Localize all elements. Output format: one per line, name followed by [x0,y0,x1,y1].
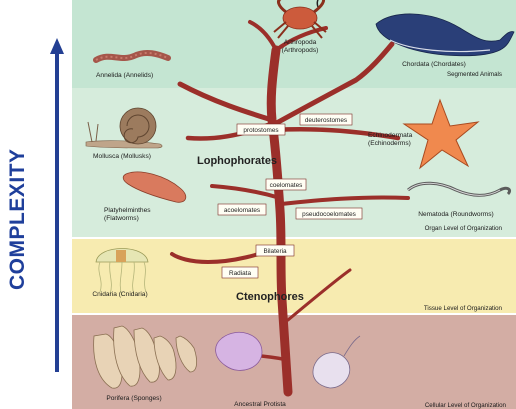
level-label-tissue: Tissue Level of Organization [424,305,503,312]
branch-label-bilateria: Bilateria [256,245,294,256]
label-annelida: Annelida (Annelids) [96,72,153,79]
clade-label-ctenophores: Ctenophores [236,291,304,303]
branch-label-deuterostomes: deuterostomes [300,114,352,125]
svg-text:deuterostomes: deuterostomes [305,117,347,124]
label-nematoda: Nematoda (Roundworms) [418,211,494,218]
level-label-organ: Organ Level of Organization [425,225,503,232]
svg-text:pseudocoelomates: pseudocoelomates [302,211,356,218]
label-arthropoda-1: Arthropoda [284,39,317,46]
label-porifera: Porifera (Sponges) [106,395,161,402]
label-echinodermata-1: Echinodermata [368,132,413,139]
branch-label-acoelomates: acoelomates [218,204,266,215]
label-mollusca: Mollusca (Mollusks) [93,153,151,160]
label-platyhelminthes-1: Platyhelminthes [104,207,151,214]
label-echinodermata-2: (Echinoderms) [368,140,411,147]
svg-text:protostomes: protostomes [243,127,278,134]
label-arthropoda-2: (Arthropods) [282,47,319,54]
branch-label-radiata: Radiata [222,267,258,278]
svg-text:coelomates: coelomates [270,182,303,189]
level-label-cellular: Cellular Level of Organization [425,402,507,409]
branch-label-protostomes: protostomes [237,124,285,135]
label-protista: Ancestral Protista [234,401,286,408]
svg-text:Radiata: Radiata [229,270,251,277]
label-chordata: Chordata (Chordates) [402,61,466,68]
clade-label-lophophorates: Lophophorates [197,155,277,167]
level-label-segmented: Segmented Animals [447,71,502,78]
svg-text:acoelomates: acoelomates [224,207,260,214]
branch-label-coelomates: coelomates [266,179,306,190]
svg-text:Bilateria: Bilateria [263,248,287,255]
label-cnidaria: Cnidaria (Cnidaria) [92,291,147,298]
branch-label-pseudocoelomates: pseudocoelomates [296,208,362,219]
label-platyhelminthes-2: (Flatworms) [104,215,139,222]
